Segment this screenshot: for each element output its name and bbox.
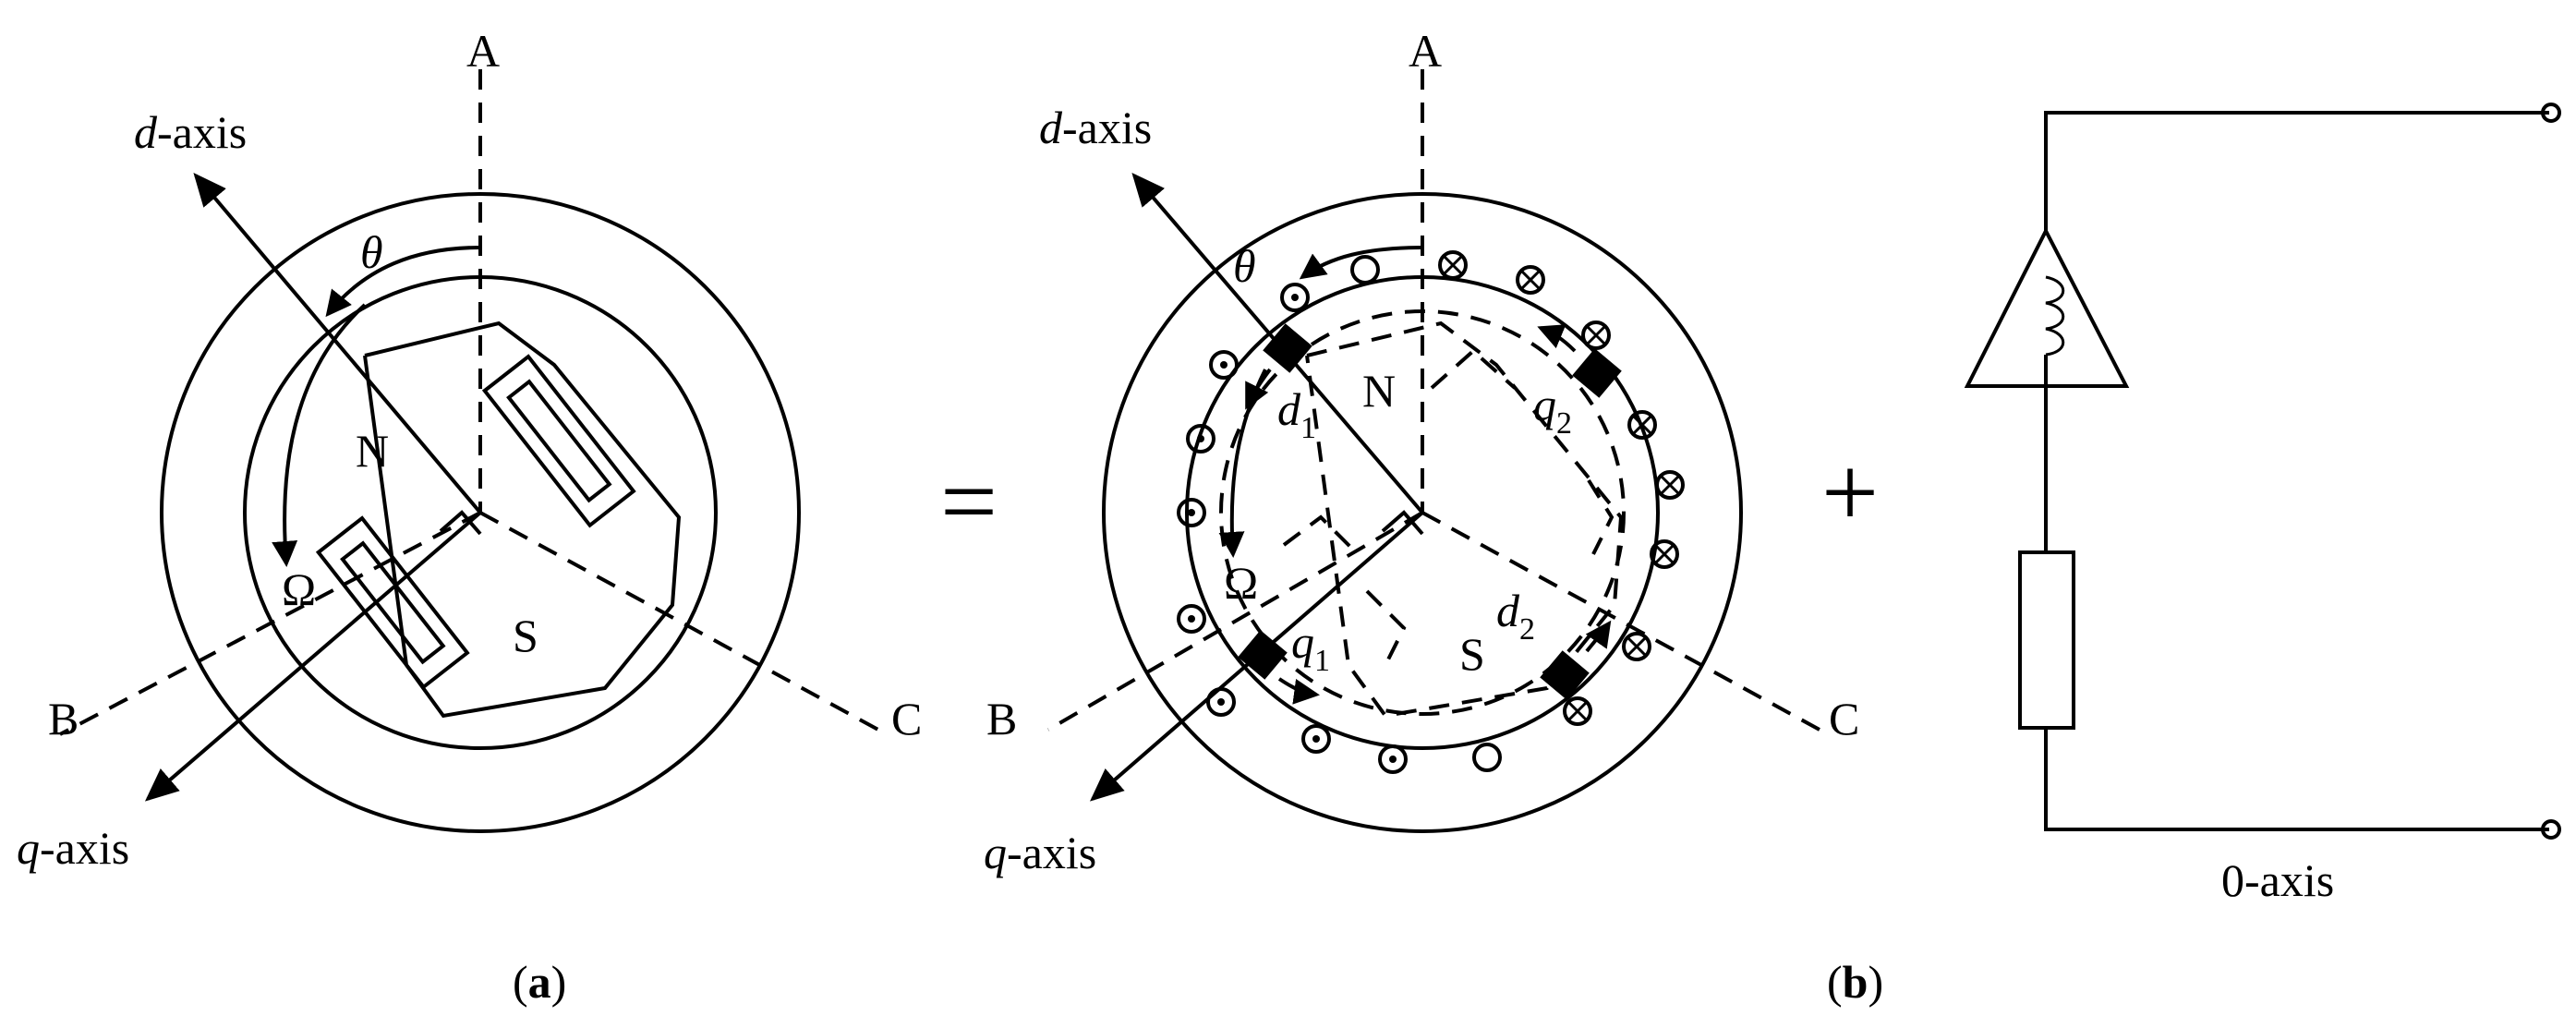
zero-axis-label: 0-axis <box>2221 854 2334 906</box>
phase-b-axis <box>1046 511 1424 732</box>
brush-d1 <box>1263 323 1312 373</box>
brush-q1 <box>1238 630 1288 680</box>
right-angle-mark <box>1381 510 1424 536</box>
theta-label: θ <box>1233 240 1256 292</box>
panel-a: A B C d-axis q-axis θ Ω N S (a) <box>17 25 922 1008</box>
q-axis-arrow <box>144 511 482 802</box>
phase-b-axis <box>59 511 481 736</box>
q-axis-label: q-axis <box>17 822 129 874</box>
stator-outer-circle <box>160 192 801 833</box>
zero-axis-circuit: 0-axis <box>1964 103 2561 906</box>
south-pole-label: S <box>1459 628 1485 680</box>
omega-arc-arrow <box>272 303 367 567</box>
brush-d2 <box>1540 650 1590 700</box>
field-coil-dashed-left <box>1282 514 1355 551</box>
phase-c-axis <box>1421 511 1820 732</box>
field-coil-dashed-right <box>1587 478 1615 555</box>
phase-a-label: A <box>466 25 500 77</box>
q2-label: q2 <box>1533 379 1572 441</box>
rotor-outline-dashed <box>1305 320 1624 719</box>
d1-direction-arrow <box>1245 368 1272 410</box>
phase-c-label: C <box>1829 693 1859 744</box>
stator-outer-circle <box>1102 192 1743 833</box>
brush-q2 <box>1572 348 1622 398</box>
d-axis-label: d-axis <box>1039 102 1152 153</box>
q2-direction-arrow <box>1537 324 1577 353</box>
theta-arc-arrow <box>325 246 481 318</box>
phase-b-label: B <box>986 693 1017 744</box>
inductor-coil-icon <box>2045 275 2065 357</box>
d-axis-arrow <box>193 172 482 514</box>
phase-c-label: C <box>891 693 922 744</box>
d1-label: d1 <box>1277 383 1316 445</box>
caption-a: (a) <box>513 956 566 1008</box>
field-coil-dashed-upper <box>1430 348 1517 390</box>
north-pole-label: N <box>1362 365 1396 417</box>
phase-b-label: B <box>48 693 79 744</box>
theta-label: θ <box>360 226 383 278</box>
field-coil-dashed-lower <box>1365 589 1407 666</box>
field-coil-lower <box>315 515 470 690</box>
field-coil-upper <box>481 354 636 528</box>
theta-arc-arrow <box>1299 246 1423 280</box>
bottom-terminal <box>2541 819 2561 840</box>
north-pole-label: N <box>356 425 389 477</box>
q1-label: q1 <box>1291 616 1330 678</box>
top-wire <box>2044 111 2549 231</box>
bottom-wire <box>2044 728 2549 831</box>
omega-label: Ω <box>1224 557 1258 609</box>
south-pole-label: S <box>513 610 538 661</box>
conductors-in <box>1438 250 1685 726</box>
right-angle-mark <box>439 510 482 536</box>
plus-sign: + <box>1821 436 1879 549</box>
empty-slots <box>1350 255 1502 772</box>
phase-a-label: A <box>1409 25 1442 77</box>
d2-label: d2 <box>1496 585 1535 647</box>
q-axis-label: q-axis <box>984 827 1096 878</box>
omega-label: Ω <box>282 563 316 615</box>
resistor-symbol <box>2018 550 2075 730</box>
q1-direction-arrow <box>1277 677 1320 705</box>
phase-c-axis <box>479 511 888 736</box>
panel-b: A B C d-axis q-axis θ Ω N S d1 q2 q1 d2 … <box>984 25 1883 1008</box>
d-axis-label: d-axis <box>134 106 247 158</box>
conductors-out <box>1177 283 1408 774</box>
equals-sign: = <box>940 445 998 558</box>
omega-arc-arrow <box>1218 369 1267 558</box>
caption-b: (b) <box>1827 956 1883 1008</box>
top-terminal <box>2541 103 2561 123</box>
d2-direction-arrow <box>1585 620 1612 653</box>
